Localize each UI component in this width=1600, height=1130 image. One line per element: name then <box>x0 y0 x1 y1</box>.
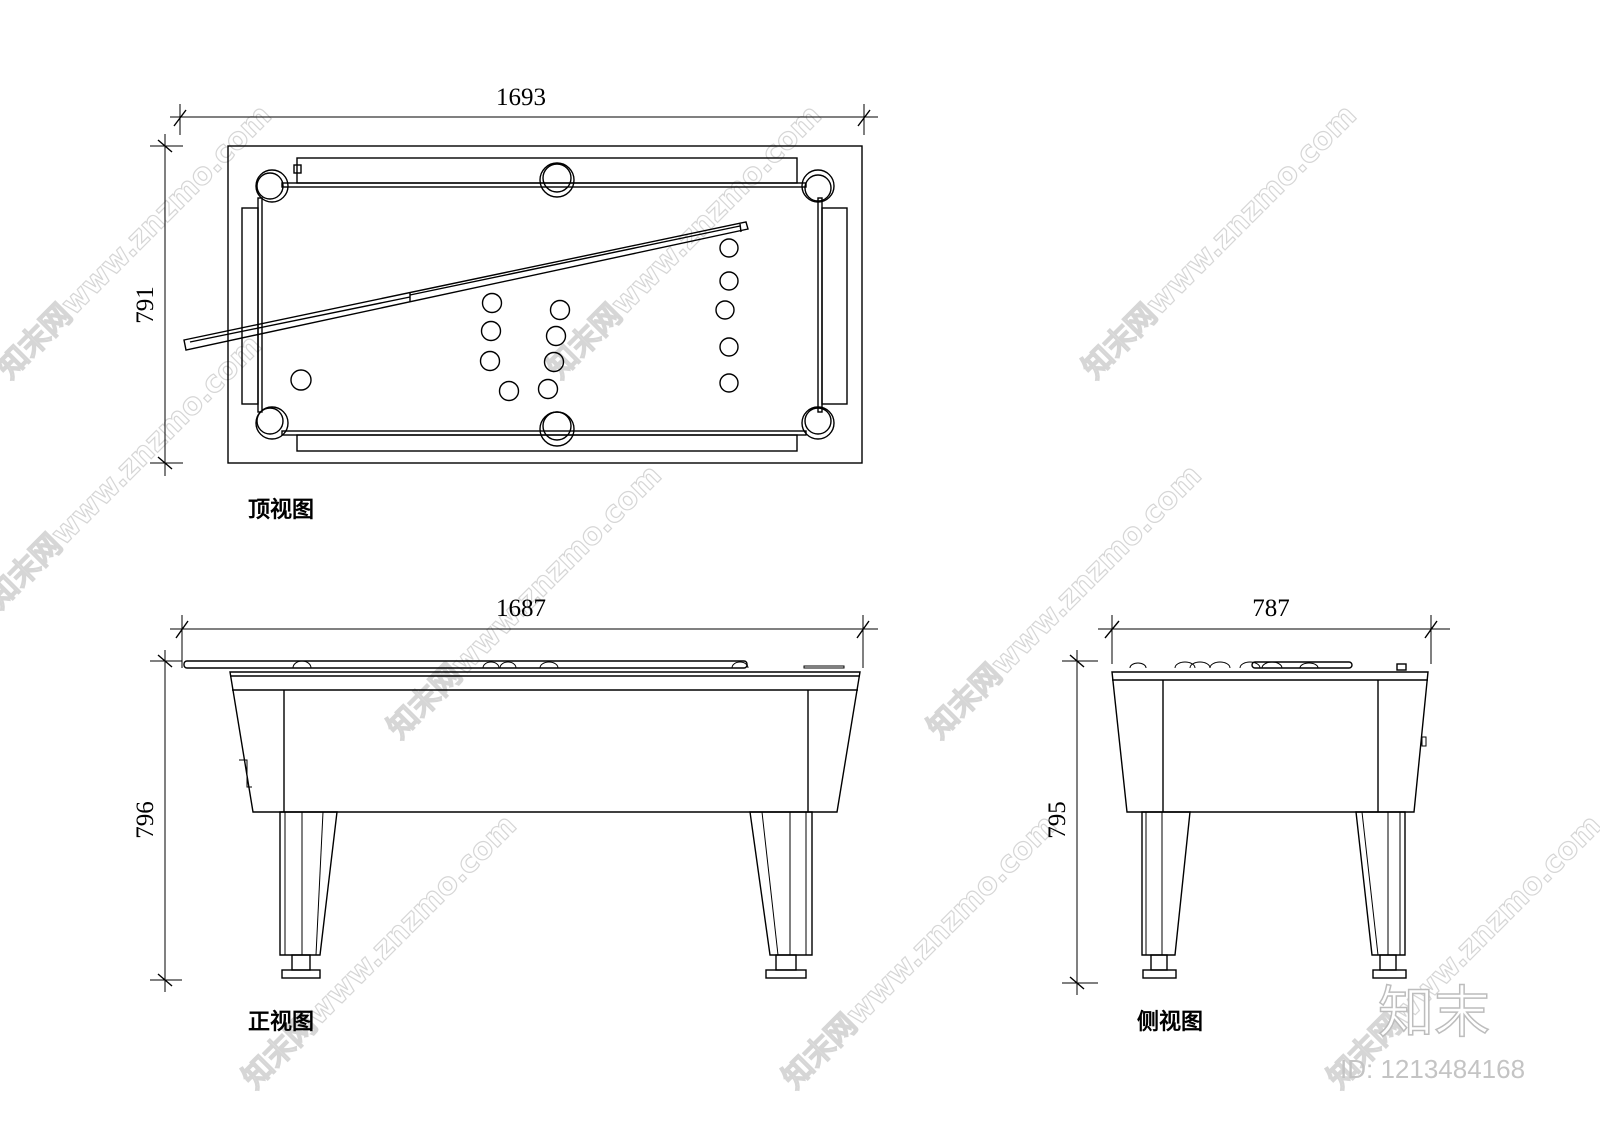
front-width-dimension: 1687 <box>170 595 878 668</box>
leg-right <box>749 811 813 979</box>
dim-front-width: 1687 <box>496 595 546 622</box>
marker-square <box>293 164 302 174</box>
front-view-label: 正视图 <box>248 1009 314 1035</box>
cue-ball <box>290 369 312 391</box>
balls-side <box>292 660 845 669</box>
top-depth-dimension: 791 <box>132 134 183 476</box>
watermark-logo: 知末 <box>1378 981 1490 1046</box>
pockets <box>255 162 835 447</box>
balls <box>290 238 739 402</box>
cushion-left <box>257 197 263 413</box>
leg-side-right <box>1355 811 1407 979</box>
watermark-text: 知末网www.znzmo.com <box>1321 808 1600 1096</box>
dim-side-width: 787 <box>1252 595 1290 622</box>
side-view: 787 795 <box>1044 595 1450 1035</box>
watermark-text: 知末网www.znzmo.com <box>236 808 524 1096</box>
watermark-text: 知末网www.znzmo.com <box>776 808 1064 1096</box>
watermark-layer: 知末网www.znzmo.com 知末网www.znzmo.com 知末网www… <box>0 97 1600 1096</box>
watermark-text: 知末网www.znzmo.com <box>1076 98 1364 386</box>
table-body <box>229 671 861 813</box>
table-frame <box>227 145 863 464</box>
side-height-dimension: 795 <box>1044 650 1098 995</box>
cue-stick <box>183 221 749 351</box>
side-width-dimension: 787 <box>1098 595 1450 664</box>
leg-side-left <box>1141 811 1191 979</box>
dim-side-height: 795 <box>1044 801 1071 839</box>
rail-pad-right <box>821 207 848 405</box>
front-view: 1687 796 <box>132 595 878 1035</box>
table-body-side <box>1111 671 1429 813</box>
leg-left <box>279 811 338 979</box>
dim-top-width: 1693 <box>496 84 546 111</box>
dim-top-depth: 791 <box>132 286 159 324</box>
top-width-dimension: 1693 <box>170 84 878 135</box>
watermark-text: 知末网www.znzmo.com <box>921 458 1209 746</box>
marker <box>1396 663 1407 671</box>
cue-stick-end <box>1251 661 1353 669</box>
front-height-dimension: 796 <box>132 650 182 992</box>
dim-front-height: 796 <box>132 801 159 839</box>
watermark-id: ID: 1213484168 <box>1340 1054 1525 1084</box>
cushion-right <box>817 197 823 413</box>
top-view-label: 顶视图 <box>248 497 314 523</box>
balls-side <box>1129 661 1319 669</box>
side-view-label: 侧视图 <box>1137 1009 1203 1035</box>
top-view: 1693 791 <box>132 84 878 523</box>
watermark-text: 知末网www.znzmo.com <box>541 98 829 386</box>
